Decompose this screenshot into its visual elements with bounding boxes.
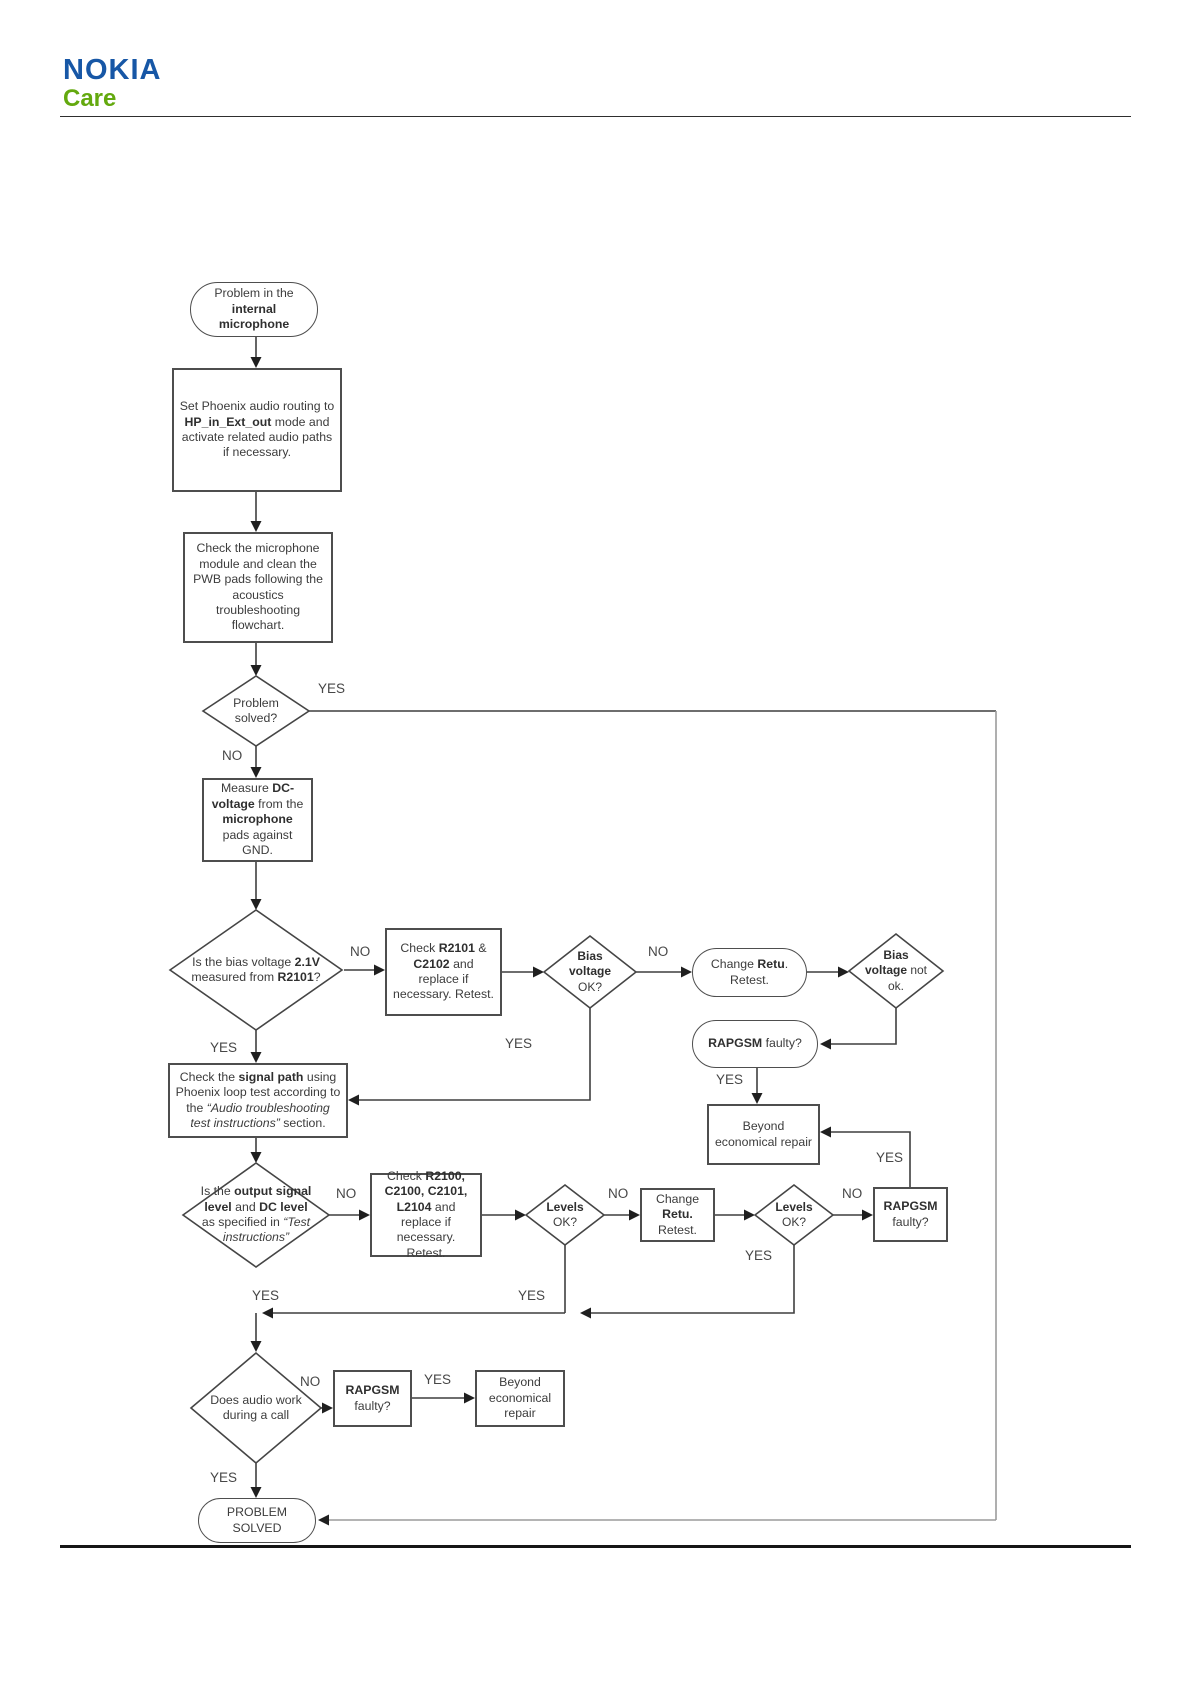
label-bias-voltage-21: Is the bias voltage 2.1V measured from R… (191, 954, 321, 984)
node-measure-dc-voltage: Measure DC-voltage from the microphone p… (202, 778, 313, 862)
care-wordmark: Care (63, 85, 117, 112)
edge-label-yes: YES (210, 1470, 238, 1485)
edge-label-no: NO (350, 944, 371, 959)
footer-rule (60, 1545, 1131, 1548)
header-rule (60, 116, 1131, 117)
label-output-signal-level: Is the output signal level and DC level … (200, 1184, 312, 1245)
edge-label-yes: YES (716, 1072, 744, 1087)
edge-label-yes: YES (210, 1040, 238, 1055)
edge-label-no: NO (222, 748, 243, 763)
edge-label-no: NO (648, 944, 669, 959)
edge-label-no: NO (842, 1186, 863, 1201)
diamond-levels-ok-2 (753, 1183, 835, 1247)
node-rapgsm-faulty-1: RAPGSM faulty? (692, 1020, 818, 1068)
decision-diamonds (168, 675, 945, 1465)
diamond-audio-during-call (189, 1351, 323, 1465)
node-beyond-economical-repair-2: Beyond economical repair (475, 1370, 565, 1427)
arrowheads (250, 357, 873, 1526)
node-check-r2100-c2100: Check R2100, C2100, C2101, L2104 and rep… (370, 1169, 482, 1260)
edge-label-yes: YES (318, 681, 346, 696)
edge-label-yes: YES (876, 1150, 904, 1165)
edge-label-no: NO (608, 1186, 629, 1201)
node-check-r2101-c2102: Check R2101 & C2102 and replace if neces… (385, 928, 502, 1016)
edge-label-no: NO (300, 1374, 321, 1389)
diamond-bias-voltage-not-ok (847, 932, 945, 1010)
edge-long-yes-rail (320, 711, 997, 1521)
diamond-output-signal-level (181, 1162, 331, 1268)
edges (255, 337, 996, 1496)
nokia-wordmark: NOKIA (63, 54, 162, 86)
node-check-mic-module: Check the microphone module and clean th… (183, 532, 333, 643)
edge-label-yes: YES (505, 1036, 533, 1051)
edge-label-yes: YES (252, 1288, 280, 1303)
nokia-care-logo: NOKIA Care (63, 56, 161, 111)
diamond-problem-solved (201, 675, 311, 747)
diamond-bias-voltage-ok (542, 934, 638, 1010)
node-set-phoenix-routing: Set Phoenix audio routing to HP_in_Ext_o… (172, 368, 342, 492)
node-check-signal-path: Check the signal path using Phoenix loop… (168, 1063, 348, 1138)
node-change-retu-1: Change Retu.Retest. (692, 948, 807, 997)
edge-label-yes: YES (424, 1372, 452, 1387)
diamond-bias-voltage-21 (168, 909, 344, 1031)
edge-label-no: NO (336, 1186, 357, 1201)
node-beyond-economical-repair-1: Beyond economical repair (707, 1104, 820, 1165)
diamond-levels-ok-1 (524, 1183, 606, 1247)
edge-label-yes: YES (518, 1288, 546, 1303)
edge-label-yes: YES (745, 1248, 773, 1263)
